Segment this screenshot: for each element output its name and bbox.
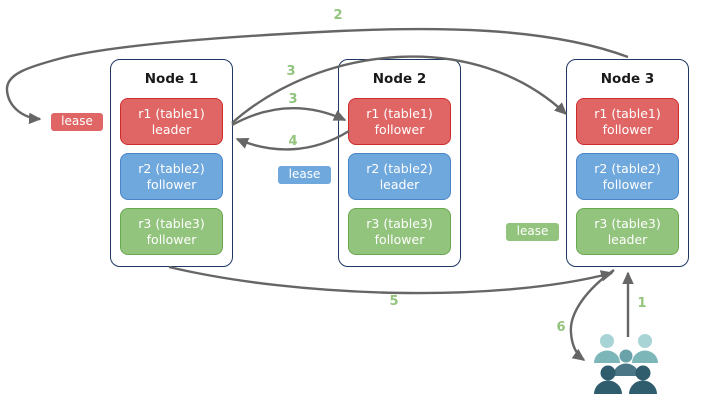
replica-role: follower	[602, 176, 653, 192]
arrow-step3-node1-to-node2	[231, 107, 347, 127]
step-label-4: 4	[288, 134, 298, 149]
lease-badge-table2: lease	[277, 165, 332, 185]
replica-role: leader	[379, 176, 420, 192]
step-label-1: 1	[637, 296, 647, 311]
node-3-replica-r1: r1 (table1) follower	[576, 98, 679, 145]
replica-name: r3 (table3)	[366, 215, 433, 231]
arrow-step2-node3-to-lease1	[5, 27, 629, 125]
replica-name: r1 (table1)	[138, 105, 205, 121]
node-1-replica-r3: r3 (table3) follower	[120, 208, 223, 255]
step-label-2: 2	[333, 8, 343, 23]
replica-name: r1 (table1)	[366, 105, 433, 121]
arrow-step6-node3-to-users	[569, 269, 615, 361]
node-3-title: Node 3	[600, 71, 655, 87]
node-3-replica-r3: r3 (table3) leader	[576, 208, 679, 255]
lease-badge-table1: lease	[50, 112, 104, 132]
node-2-replica-r1: r1 (table1) follower	[348, 98, 451, 145]
node-1-replica-r1: r1 (table1) leader	[120, 98, 223, 145]
replica-role: follower	[602, 121, 653, 137]
replica-role: follower	[374, 231, 425, 247]
replica-role: leader	[607, 231, 648, 247]
step-label-6: 6	[556, 320, 566, 335]
replica-name: r1 (table1)	[594, 105, 661, 121]
arrow-step5-node1-to-node3	[168, 265, 614, 295]
node-1-replica-r2: r2 (table2) follower	[120, 153, 223, 200]
node-2-replica-r3: r3 (table3) follower	[348, 208, 451, 255]
node-3-replica-r2: r2 (table2) follower	[576, 153, 679, 200]
node-2-replica-r2: r2 (table2) leader	[348, 153, 451, 200]
replica-name: r2 (table2)	[138, 160, 205, 176]
replica-role: follower	[374, 121, 425, 137]
replica-name: r3 (table3)	[594, 215, 661, 231]
replica-role: follower	[146, 231, 197, 247]
lease-badge-table3: lease	[505, 222, 560, 242]
users-icon	[594, 334, 658, 394]
step-label-3b: 3	[288, 92, 298, 107]
step-label-5: 5	[389, 294, 399, 309]
replica-name: r2 (table2)	[366, 160, 433, 176]
step-label-3a: 3	[286, 64, 296, 79]
replica-name: r2 (table2)	[594, 160, 661, 176]
replica-role: follower	[146, 176, 197, 192]
node-1-title: Node 1	[144, 71, 199, 87]
node-2: Node 2 r1 (table1) follower r2 (table2) …	[338, 59, 461, 267]
node-3: Node 3 r1 (table1) follower r2 (table2) …	[566, 59, 689, 267]
replica-name: r3 (table3)	[138, 215, 205, 231]
node-1: Node 1 r1 (table1) leader r2 (table2) fo…	[110, 59, 233, 267]
replica-role: leader	[151, 121, 192, 137]
node-2-title: Node 2	[372, 71, 427, 87]
